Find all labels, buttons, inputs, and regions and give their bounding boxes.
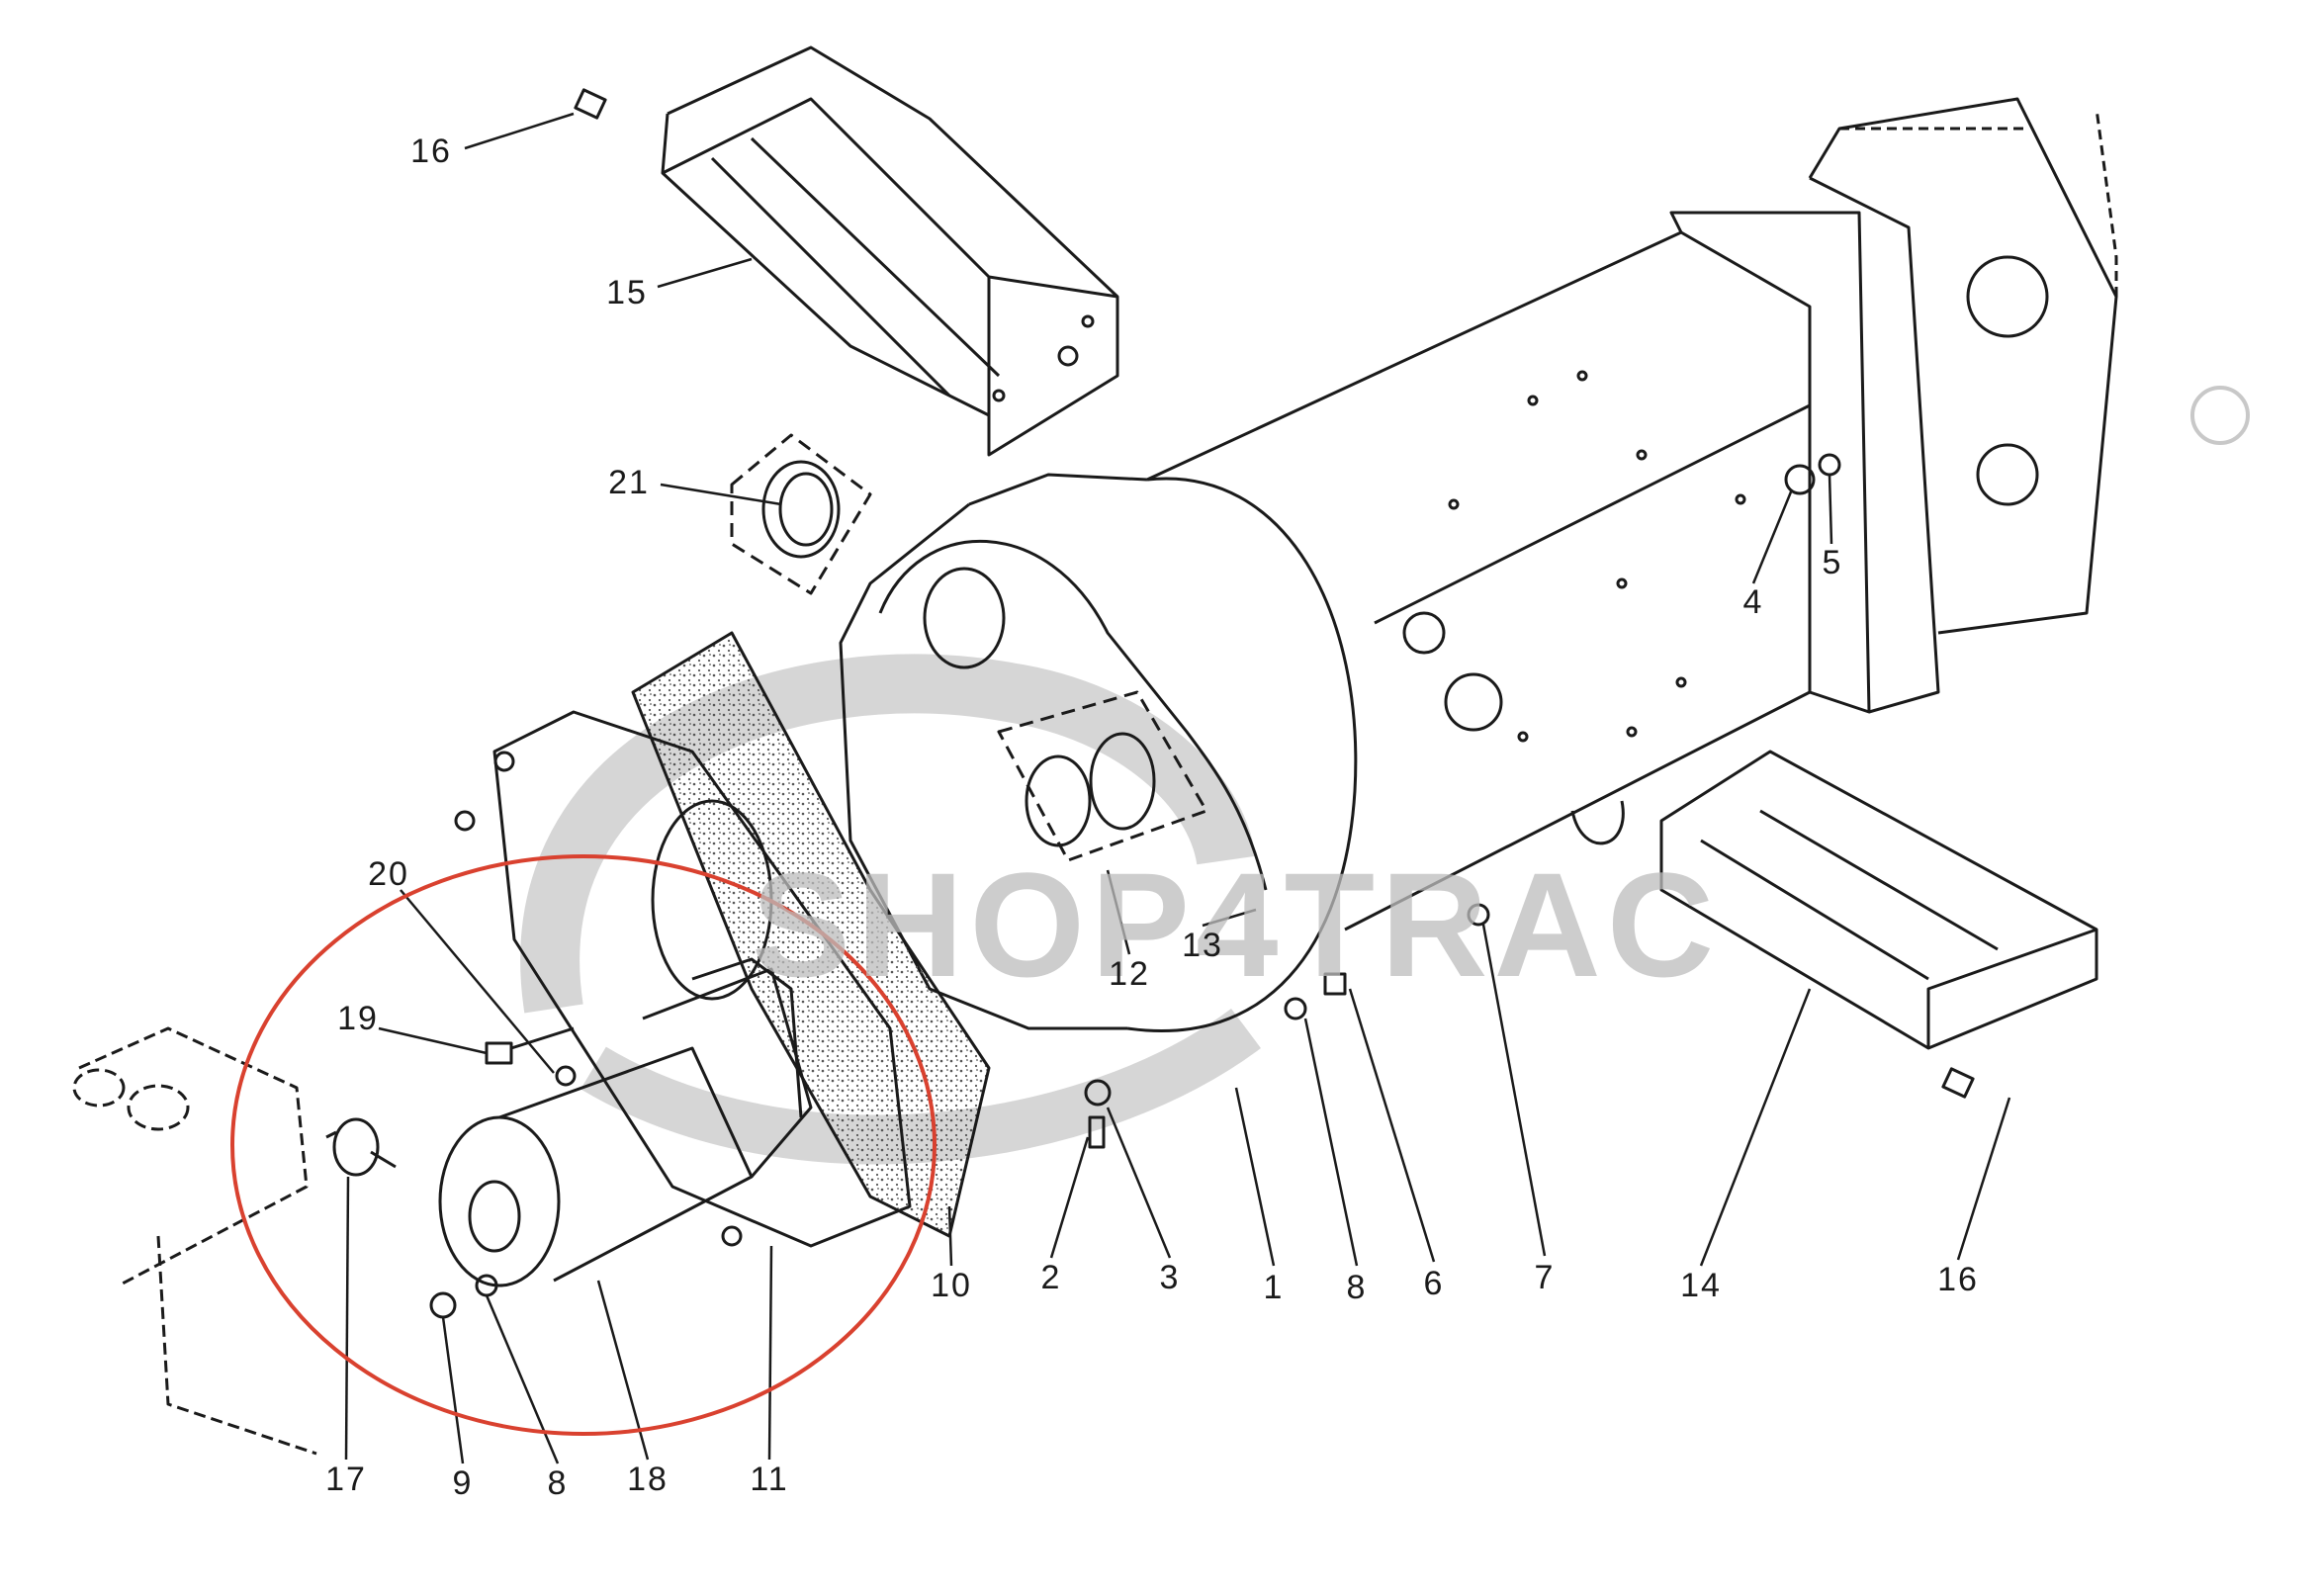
- callout-8b: 8: [547, 1464, 569, 1502]
- transmission-case: [1146, 211, 1871, 931]
- callout-19: 19: [337, 1000, 379, 1037]
- callout-15: 15: [606, 274, 648, 311]
- engine-block-fragment: [72, 1026, 317, 1456]
- watermark-text: SHOP4TRAC: [752, 842, 1721, 1008]
- callout-5: 5: [1822, 544, 1843, 581]
- callout-4: 4: [1742, 583, 1764, 621]
- callout-17: 17: [325, 1461, 367, 1498]
- callout-13: 13: [1182, 927, 1223, 964]
- callout-18: 18: [627, 1461, 669, 1498]
- callout-14: 14: [1680, 1267, 1722, 1304]
- starter-motor: [438, 957, 813, 1287]
- step-left: [661, 45, 1119, 457]
- gasket: [631, 631, 991, 1238]
- callout-12: 12: [1109, 955, 1150, 993]
- callout-3: 3: [1159, 1259, 1181, 1296]
- callout-21: 21: [608, 464, 650, 501]
- highlight-circle: [230, 854, 937, 1436]
- callout-11: 11: [750, 1461, 789, 1498]
- callout-2: 2: [1040, 1259, 1062, 1296]
- oil-seal: [730, 433, 872, 595]
- rear-gearbox-flange: [1808, 97, 2118, 714]
- callout-6: 6: [1423, 1265, 1445, 1302]
- oil-pressure-switch: [325, 1117, 397, 1177]
- callout-10: 10: [931, 1267, 972, 1304]
- callout-7: 7: [1534, 1259, 1556, 1296]
- step-right: [1659, 750, 2098, 1050]
- scan-artifact-circle: [2190, 386, 2250, 445]
- callout-20: 20: [368, 855, 409, 893]
- callout-16a: 16: [410, 133, 452, 170]
- callout-8a: 8: [1346, 1269, 1368, 1306]
- callout-16b: 16: [1937, 1261, 1979, 1298]
- clutch-housing: [839, 473, 1358, 1033]
- callout-1: 1: [1263, 1269, 1285, 1306]
- callout-9: 9: [452, 1464, 474, 1502]
- leader-lines: [344, 112, 2011, 1464]
